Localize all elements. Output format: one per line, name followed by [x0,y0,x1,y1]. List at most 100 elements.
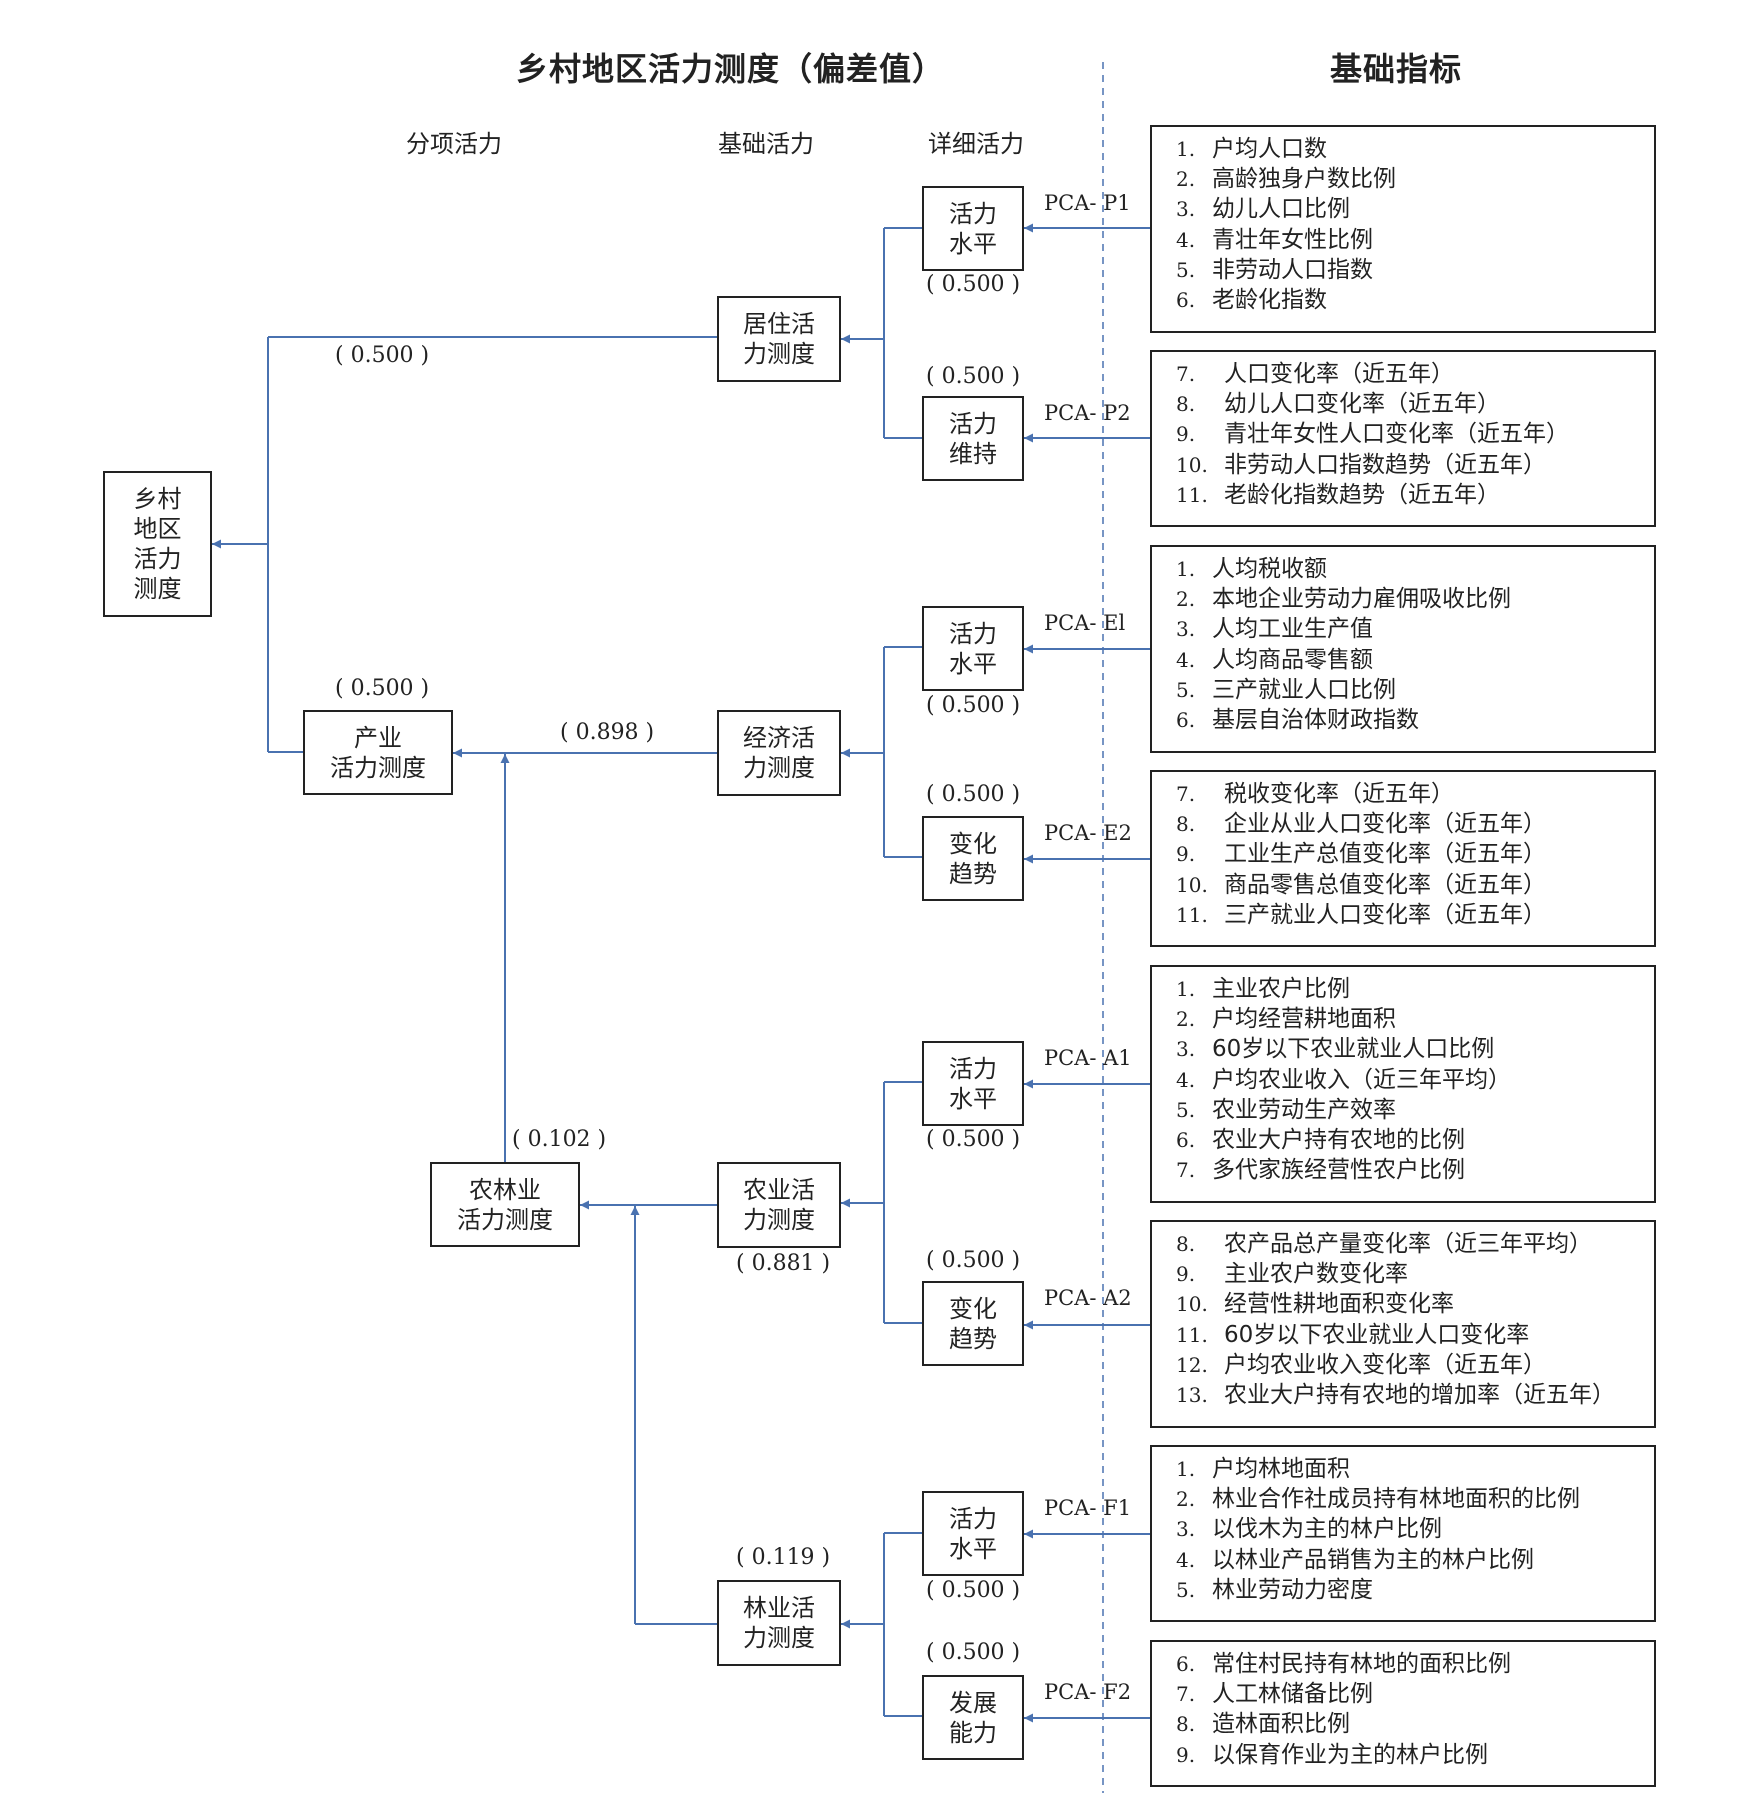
detail-node-p2: 活力 维持 [922,396,1024,481]
detail-node-f2: 发展 能力 [922,1675,1024,1760]
diagram-title: 乡村地区活力测度（偏差值） [516,50,946,88]
indicator-item: 13.农业大户持有农地的增加率（近五年） [1176,1382,1615,1409]
node-line: 变化 [949,1294,997,1323]
indicator-item: 12.户均农业收入变化率（近五年） [1176,1351,1546,1378]
indicator-item: 2.高龄独身户数比例 [1176,166,1396,193]
weight-p2: ( 0.500 ) [926,364,1021,389]
node-line: 活力 [949,1504,997,1533]
node-line: 力测度 [743,1206,815,1234]
detail-node-e2: 变化 趋势 [922,816,1024,901]
node-line: 林业活 [743,1594,815,1622]
indicator-item: 1.主业农户比例 [1176,976,1350,1002]
indicator-item: 3.以伐木为主的林户比例 [1176,1516,1442,1543]
node-line: 活力 [949,199,997,228]
indicator-item: 3.幼儿人口比例 [1176,196,1350,223]
indicator-item: 4.户均农业收入（近三年平均） [1176,1066,1511,1093]
indicator-item: 2.本地企业劳动力雇佣吸收比例 [1176,586,1511,613]
indicator-item: 8.企业从业人口变化率（近五年） [1176,811,1546,838]
node-line: 活力 [949,1054,997,1083]
node-line: 水平 [949,649,997,678]
node-line: 活力 [949,619,997,648]
industry-node: 产业 活力测度 [303,710,453,795]
weight-forestry: ( 0.119 ) [736,1545,831,1570]
economic-node: 经济活 力测度 [717,710,841,796]
agroforest-node: 农林业 活力测度 [430,1162,580,1247]
indicator-item: 1.人均税收额 [1176,556,1327,582]
weight-agriculture: ( 0.881 ) [736,1251,831,1276]
indicator-item: 5.农业劳动生产效率 [1176,1096,1396,1123]
indicator-item: 5.林业劳动力密度 [1176,1576,1373,1603]
node-line: 水平 [949,229,997,258]
indicator-item: 6.老龄化指数 [1176,287,1327,314]
weight-a2: ( 0.500 ) [926,1248,1021,1273]
node-line: 测度 [133,575,182,603]
indicator-item: 11.老龄化指数趋势（近五年） [1176,481,1500,508]
node-line: 农林业 [469,1175,541,1204]
node-line: 变化 [949,829,997,858]
column-header-detail: 详细活力 [928,130,1024,158]
root-node: 乡村 地区 活力 测度 [103,471,212,617]
pca-label-a2: PCA- A2 [1044,1286,1132,1310]
weight-p1: ( 0.500 ) [926,272,1021,297]
pca-label-p2: PCA- P2 [1044,401,1131,425]
indicator-box-p1: 1.户均人口数 2.高龄独身户数比例 3.幼儿人口比例 4.青壮年女性比例 5.… [1150,125,1656,333]
indicator-item: 1.户均人口数 [1176,136,1327,162]
indicator-item: 11.三产就业人口变化率（近五年） [1176,901,1546,928]
node-line: 能力 [949,1718,997,1747]
agriculture-node: 农业活 力测度 [717,1162,841,1248]
indicator-item: 8.幼儿人口变化率（近五年） [1176,391,1500,418]
detail-node-p1: 活力 水平 [922,186,1024,271]
indicator-box-a1: 1.主业农户比例 2.户均经营耕地面积 3.60岁以下农业就业人口比例 4.户均… [1150,965,1656,1203]
node-line: 农业活 [743,1176,815,1204]
indicator-item: 1.户均林地面积 [1176,1456,1350,1482]
node-line: 趋势 [949,859,997,888]
indicator-item: 10.非劳动人口指数趋势（近五年） [1176,451,1546,478]
node-line: 经济活 [743,724,815,752]
node-line: 水平 [949,1534,997,1563]
residential-node: 居住活 力测度 [717,296,841,382]
node-line: 居住活 [743,310,815,338]
indicator-box-a2: 8.农产品总产量变化率（近三年平均） 9.主业农户数变化率 10.经营性耕地面积… [1150,1220,1656,1428]
indicator-item: 3.60岁以下农业就业人口比例 [1176,1036,1495,1063]
node-line: 发展 [949,1688,997,1717]
column-header-sub: 分项活力 [406,130,502,158]
indicator-item: 2.林业合作社成员持有林地面积的比例 [1176,1486,1580,1513]
indicator-item: 7.多代家族经营性农户比例 [1176,1157,1465,1184]
weight-agroforest: ( 0.102 ) [512,1127,607,1152]
indicator-item: 10.商品零售总值变化率（近五年） [1176,871,1546,898]
indicator-item: 4.青壮年女性比例 [1176,226,1373,253]
indicator-item: 7.人工林储备比例 [1176,1681,1373,1708]
weight-e1: ( 0.500 ) [926,693,1021,718]
detail-node-a2: 变化 趋势 [922,1281,1024,1366]
node-line: 活力 [133,545,182,573]
weight-f1: ( 0.500 ) [926,1578,1021,1603]
indicator-item: 6.农业大户持有农地的比例 [1176,1127,1465,1154]
weight-a1: ( 0.500 ) [926,1127,1021,1152]
indicator-item: 6.常住村民持有林地的面积比例 [1176,1651,1511,1677]
node-line: 活力测度 [457,1205,553,1234]
indicator-item: 2.户均经营耕地面积 [1176,1006,1396,1033]
weight-e2: ( 0.500 ) [926,782,1021,807]
indicator-item: 4.人均商品零售额 [1176,646,1373,673]
indicator-item: 7.人口变化率（近五年） [1176,361,1454,387]
node-line: 活力 [949,409,997,438]
pca-label-e2: PCA- E2 [1044,821,1132,845]
pca-label-f2: PCA- F2 [1044,1680,1132,1704]
indicator-item: 4.以林业产品销售为主的林户比例 [1176,1546,1534,1573]
detail-node-a1: 活力 水平 [922,1041,1024,1126]
node-line: 力测度 [743,754,815,782]
indicator-title: 基础指标 [1330,50,1463,88]
node-line: 水平 [949,1084,997,1113]
weight-residential: ( 0.500 ) [335,343,430,368]
indicator-item: 8.农产品总产量变化率（近三年平均） [1176,1231,1592,1257]
node-line: 力测度 [743,1624,815,1652]
indicator-item: 9.主业农户数变化率 [1176,1261,1408,1288]
indicator-box-f1: 1.户均林地面积 2.林业合作社成员持有林地面积的比例 3.以伐木为主的林户比例… [1150,1445,1656,1622]
node-line: 力测度 [743,340,815,368]
indicator-item: 6.基层自治体财政指数 [1176,707,1419,734]
detail-node-e1: 活力 水平 [922,606,1024,691]
node-line: 活力测度 [330,753,426,782]
pca-label-p1: PCA- P1 [1044,191,1131,215]
indicator-box-e1: 1.人均税收额 2.本地企业劳动力雇佣吸收比例 3.人均工业生产值 4.人均商品… [1150,545,1656,753]
